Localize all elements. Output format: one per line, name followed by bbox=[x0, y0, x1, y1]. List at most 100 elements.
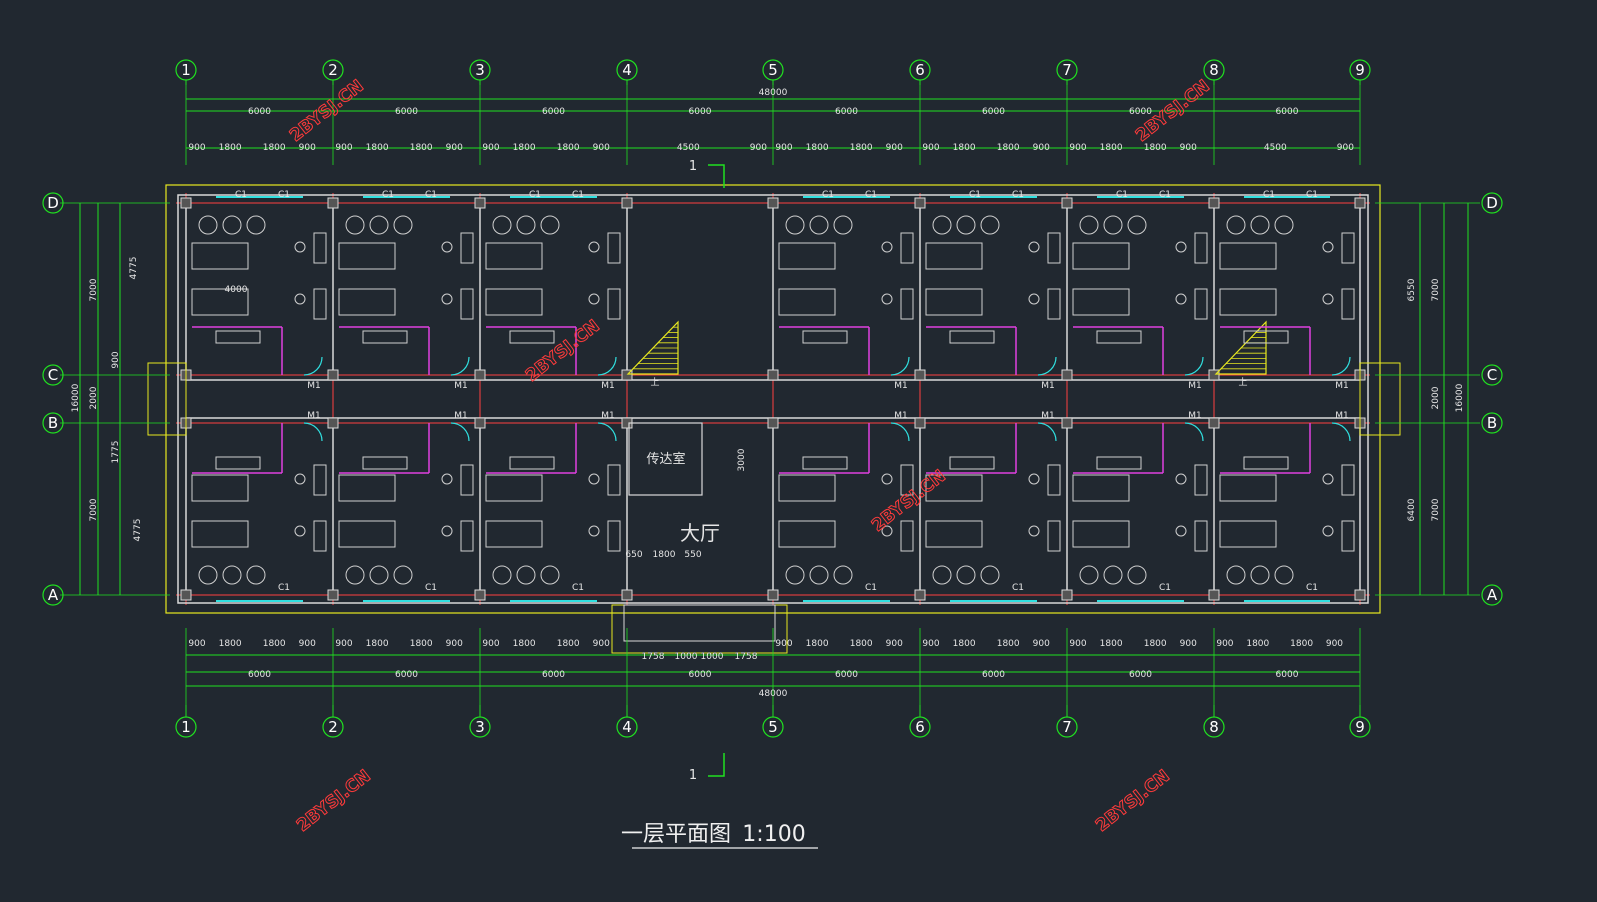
window-label-n2: C1 bbox=[382, 190, 394, 200]
room-south-8-chair-a bbox=[1322, 473, 1334, 485]
top-seg-21: 900 bbox=[1033, 143, 1050, 153]
room-north-6-chair-b bbox=[1028, 293, 1040, 305]
room-south-5-chair-a bbox=[881, 473, 893, 485]
bottom-seg-24: 900 bbox=[1216, 639, 1233, 649]
column-4-d bbox=[621, 197, 633, 209]
column-5-a bbox=[767, 589, 779, 601]
axis-label-3-top: 3 bbox=[475, 61, 485, 79]
bay-bottom-5: 6000 bbox=[835, 670, 858, 680]
top-seg-23: 1800 bbox=[1100, 143, 1123, 153]
room-north-2-wash-basin bbox=[362, 330, 408, 344]
entrance-seg-2: 1000 bbox=[701, 652, 724, 662]
top-seg-19: 1800 bbox=[953, 143, 976, 153]
hall-window-seg-2: 550 bbox=[684, 550, 701, 560]
top-seg-24: 1800 bbox=[1144, 143, 1167, 153]
room-north-7-chair-a bbox=[1175, 241, 1187, 253]
room-south-7 bbox=[1072, 422, 1208, 585]
room-north-1-bed-a bbox=[191, 242, 249, 270]
room-north-5-armchair bbox=[809, 215, 829, 235]
door-label-s5: M1 bbox=[894, 411, 908, 421]
room-north-7-bed-a bbox=[1072, 242, 1130, 270]
room-north-5-bed-a bbox=[778, 242, 836, 270]
room-south-1-chair-b bbox=[294, 525, 306, 537]
axis-label-4-top: 4 bbox=[622, 61, 632, 79]
room-north-5-armchair bbox=[833, 215, 853, 235]
room-south-1-desk-a bbox=[313, 464, 327, 496]
axis-label-4-bottom: 4 bbox=[622, 718, 632, 736]
window-label-n2b: C1 bbox=[425, 190, 437, 200]
bottom-seg-16: 900 bbox=[922, 639, 939, 649]
axis-bubble-c-right bbox=[1481, 364, 1503, 386]
entrance-porch bbox=[611, 604, 788, 654]
room-south-5-bed-a bbox=[778, 474, 836, 502]
room-south-3-desk-a bbox=[607, 464, 621, 496]
top-seg-7: 900 bbox=[446, 143, 463, 153]
room-north-1-wash-basin bbox=[215, 330, 261, 344]
axis-label-1-top: 1 bbox=[181, 61, 191, 79]
room-south-7-door-swing bbox=[1184, 422, 1204, 442]
door-label-n2: M1 bbox=[454, 381, 468, 391]
top-seg-16: 1800 bbox=[850, 143, 873, 153]
top-seg-2: 1800 bbox=[263, 143, 286, 153]
right-dim-6550: 6550 bbox=[1407, 278, 1417, 301]
room-north-3-armchair bbox=[516, 215, 536, 235]
bay-top-2: 6000 bbox=[395, 107, 418, 117]
room-south-2-desk-a bbox=[460, 464, 474, 496]
column-7-c bbox=[1061, 369, 1073, 381]
room-north-3-desk-a bbox=[607, 232, 621, 264]
room-south-3-wash-basin bbox=[509, 456, 555, 470]
axis-label-5-bottom: 5 bbox=[768, 718, 778, 736]
room-north-5-desk-b bbox=[900, 288, 914, 320]
axis-bubble-a-left bbox=[42, 584, 64, 606]
left-dim-7000-north: 7000 bbox=[89, 278, 99, 301]
bottom-seg-9: 1800 bbox=[513, 639, 536, 649]
section-mark-bottom: 1 bbox=[689, 768, 697, 783]
top-seg-20: 1800 bbox=[997, 143, 1020, 153]
room-south-7-chair-a bbox=[1175, 473, 1187, 485]
dimension-text: 4800048000600060006000600060006000600060… bbox=[71, 88, 1465, 699]
top-seg-9: 1800 bbox=[513, 143, 536, 153]
room-north-1 bbox=[191, 215, 327, 376]
stair-west bbox=[626, 320, 679, 375]
top-seg-6: 1800 bbox=[410, 143, 433, 153]
watermark-6: 2BYSJ.CN bbox=[1092, 766, 1174, 836]
room-south-7-desk-a bbox=[1194, 464, 1208, 496]
bay-top-4: 6000 bbox=[689, 107, 712, 117]
room-north-8-armchair bbox=[1250, 215, 1270, 235]
bottom-seg-23: 900 bbox=[1180, 639, 1197, 649]
room-north-5-door-swing bbox=[890, 356, 910, 376]
room-north-7-desk-a bbox=[1194, 232, 1208, 264]
bay-bottom-1: 6000 bbox=[248, 670, 271, 680]
room-south-5-desk-a bbox=[900, 464, 914, 496]
room-south-1-desk-b bbox=[313, 520, 327, 552]
room-north-8-wash-basin bbox=[1243, 330, 1289, 344]
room-south-2-bed-b bbox=[338, 520, 396, 548]
room-south-5-armchair bbox=[809, 565, 829, 585]
room-north-8 bbox=[1219, 215, 1355, 376]
room-south-1-bed-a bbox=[191, 474, 249, 502]
entrance-step bbox=[623, 604, 776, 642]
room-south-2-door-swing bbox=[450, 422, 470, 442]
left-dim-7000-south: 7000 bbox=[89, 498, 99, 521]
duty-room-label: 传达室 bbox=[646, 451, 685, 467]
window-label-n7: C1 bbox=[1116, 190, 1128, 200]
room-north-2-desk-a bbox=[460, 232, 474, 264]
window-label-s6: C1 bbox=[1012, 583, 1024, 593]
top-seg-17: 900 bbox=[886, 143, 903, 153]
room-north-7-desk-b bbox=[1194, 288, 1208, 320]
room-north-5-desk-a bbox=[900, 232, 914, 264]
axis-bubble-a-right bbox=[1481, 584, 1503, 606]
column-8-a bbox=[1208, 589, 1220, 601]
room-north-6-armchair bbox=[932, 215, 952, 235]
column-6-c bbox=[914, 369, 926, 381]
room-north-1-armchair bbox=[222, 215, 242, 235]
room-north-3-bed-b bbox=[485, 288, 543, 316]
room-south-7-chair-b bbox=[1175, 525, 1187, 537]
bottom-seg-5: 1800 bbox=[366, 639, 389, 649]
bottom-seg-3: 900 bbox=[299, 639, 316, 649]
right-dim-7000-north: 7000 bbox=[1431, 278, 1441, 301]
window-label-n3: C1 bbox=[529, 190, 541, 200]
room-south-8-bed-a bbox=[1219, 474, 1277, 502]
room-north-7-bed-b bbox=[1072, 288, 1130, 316]
bay-bottom-6: 6000 bbox=[982, 670, 1005, 680]
